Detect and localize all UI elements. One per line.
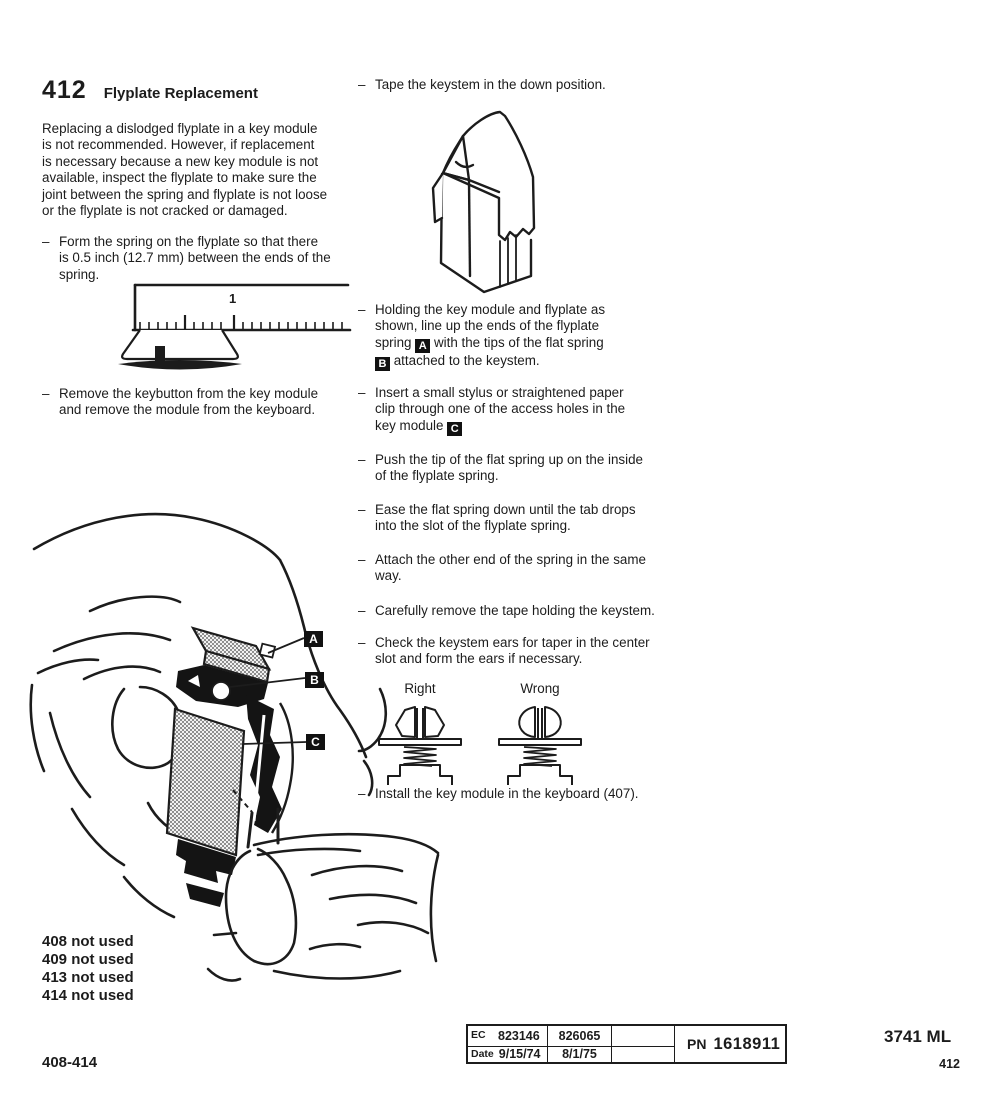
bullet-dash: – <box>358 552 366 567</box>
bullet-text: Attach the other end of the spring in th… <box>375 552 646 584</box>
not-used-item: 409 not used <box>42 951 134 968</box>
bullet-text: Install the key module in the keyboard (… <box>375 786 639 801</box>
section-title: Flyplate Replacement <box>103 85 258 102</box>
taped-module-drawing <box>431 110 536 294</box>
date-empty-cell <box>612 1047 675 1062</box>
bullet-text: Form the spring on the flyplate so that … <box>59 234 331 282</box>
page-number: 412 <box>939 1057 960 1071</box>
bullet-text-part: Insert a small stylus or straightened pa… <box>375 385 626 433</box>
bullet-install-module: – Install the key module in the keyboard… <box>358 786 703 802</box>
ec-value-1: 823146 <box>498 1028 540 1043</box>
bullet-dash: – <box>358 786 366 801</box>
bullet-attach-spring: – Attach the other end of the spring in … <box>358 552 698 585</box>
bullet-text: Carefully remove the tape holding the ke… <box>375 603 655 618</box>
bullet-ease-spring: – Ease the flat spring down until the ta… <box>358 502 698 535</box>
bullet-dash: – <box>358 635 366 650</box>
date-label: Date <box>471 1048 494 1061</box>
ec-cell: EC 823146 <box>468 1026 548 1047</box>
bullet-text-part: Holding the key module and flyplate as s… <box>375 302 606 350</box>
section-heading: 412 Flyplate Replacement <box>42 76 258 104</box>
intro-paragraph: Replacing a dislodged flyplate in a key … <box>42 121 328 219</box>
keystem-wrong-drawing <box>498 706 582 786</box>
bullet-text: Tape the keystem in the down position. <box>375 77 606 92</box>
bullet-text: Insert a small stylus or straightened pa… <box>375 385 625 436</box>
pn-label: PN <box>687 1035 707 1052</box>
bullet-remove-tape: – Carefully remove the tape holding the … <box>358 603 703 619</box>
section-number: 412 <box>42 76 87 104</box>
bullet-dash: – <box>358 77 366 92</box>
bullet-text: Holding the key module and flyplate as s… <box>375 302 605 371</box>
callout-c-box: C <box>306 734 325 750</box>
bullet-dash: – <box>358 603 366 618</box>
ec-label: EC <box>471 1029 486 1041</box>
not-used-item: 413 not used <box>42 969 134 986</box>
bullet-dash: – <box>358 385 366 400</box>
bullet-text-part: with the tips of the flat spring <box>433 334 604 350</box>
keystem-right-column: Right <box>374 681 466 786</box>
right-label: Right <box>404 681 436 696</box>
bullet-dash: – <box>42 386 50 401</box>
keystem-wrong-column: Wrong <box>494 681 586 786</box>
part-number-cell: PN 1618911 <box>675 1026 785 1062</box>
bullet-text: Push the tip of the flat spring up on th… <box>375 452 643 484</box>
bullet-push-spring: – Push the tip of the flat spring up on … <box>358 452 698 485</box>
bullet-insert-stylus: – Insert a small stylus or straightened … <box>358 385 693 436</box>
not-used-item: 414 not used <box>42 987 134 1004</box>
ruler-inch-label: 1 <box>229 291 237 306</box>
bullet-text-part: attached to the keystem. <box>393 352 540 368</box>
bullet-form-spring: – Form the spring on the flyplate so tha… <box>42 234 362 283</box>
bullet-text: Ease the flat spring down until the tab … <box>375 502 636 534</box>
document-code: 3741 ML <box>884 1027 952 1046</box>
ec-history-table: EC 823146 826065 PN 1618911 Date 9/15/74… <box>466 1024 787 1064</box>
hands-holding-module-figure <box>28 503 443 985</box>
bullet-dash: – <box>358 302 366 317</box>
callout-c-inline: C <box>447 421 463 436</box>
callout-b-inline: B <box>375 356 390 371</box>
wrong-label: Wrong <box>520 681 560 696</box>
bullet-remove-keybutton: – Remove the keybutton from the key modu… <box>42 386 362 419</box>
not-used-list: 408 not used 409 not used 413 not used 4… <box>42 933 134 1005</box>
not-used-item: 408 not used <box>42 933 134 950</box>
pn-value: 1618911 <box>713 1034 781 1053</box>
page-range: 408-414 <box>42 1054 98 1071</box>
bullet-check-ears: – Check the keystem ears for taper in th… <box>358 635 698 668</box>
date-value-2: 8/1/75 <box>548 1047 612 1062</box>
bullet-text: Check the keystem ears for taper in the … <box>375 635 650 667</box>
callout-a-inline: A <box>415 338 431 353</box>
bullet-dash: – <box>358 502 366 517</box>
keystem-right-drawing <box>378 706 462 786</box>
bullet-dash: – <box>42 234 50 249</box>
bullet-align-spring: – Holding the key module and flyplate as… <box>358 302 693 371</box>
bullet-tape-keystem: – Tape the keystem in the down position. <box>358 77 688 93</box>
ruler-spring-drawing <box>118 283 352 370</box>
date-value-1: 9/15/74 <box>498 1047 541 1062</box>
callout-a-box: A <box>304 631 323 647</box>
bullet-text: Remove the keybutton from the key module… <box>59 386 319 418</box>
ec-value-2: 826065 <box>548 1026 612 1047</box>
taped-module-figure <box>420 100 630 300</box>
hands-drawing <box>29 512 440 982</box>
keystem-ears-figure: Right Wrong <box>374 681 604 786</box>
callout-b-box: B <box>305 672 324 688</box>
ec-empty-cell <box>612 1026 675 1047</box>
date-cell: Date 9/15/74 <box>468 1047 548 1062</box>
bullet-dash: – <box>358 452 366 467</box>
ruler-spring-figure <box>100 278 352 378</box>
